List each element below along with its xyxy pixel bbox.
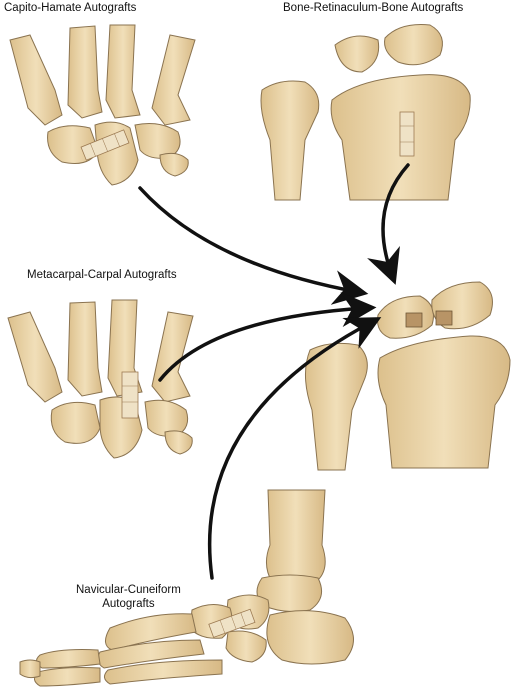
arrow-from-bone-retinaculum-bone (367, 163, 410, 285)
label-bone-retinaculum-bone: Bone-Retinaculum-Bone Autografts (283, 2, 464, 14)
scaphoid (334, 35, 380, 73)
carpal-hamate (134, 123, 181, 159)
metacarpal-1 (9, 34, 63, 126)
label-navicular-cuneiform: Navicular-Cuneiform Autografts (76, 583, 181, 611)
mc-carpal-hamate (144, 399, 189, 437)
mc-metacarpal-1 (7, 311, 63, 403)
bone-retinaculum-bone-wrist (260, 24, 471, 201)
toe-tip (19, 659, 41, 679)
arrow-from-capito-hamate (138, 186, 369, 305)
label-navicular-cuneiform-line2: Autografts (102, 598, 155, 610)
metacarpal-3 (105, 24, 141, 119)
ulna-head (260, 80, 320, 201)
mc-carpal-small (164, 430, 193, 455)
phalanges-2 (34, 667, 101, 687)
phalanges-1 (36, 649, 101, 669)
bone-retinaculum-bone-graft (399, 111, 415, 157)
carpal-small (159, 152, 189, 177)
metatarsal-1 (105, 613, 197, 651)
foot (19, 489, 354, 687)
mc-carpal-left (50, 401, 101, 444)
calcaneus (266, 610, 354, 665)
recipient-wrist (305, 281, 511, 471)
label-capito-hamate: Capito-Hamate Autografts (4, 2, 137, 14)
metacarpal-carpal-graft (121, 371, 139, 419)
arrow-from-navicular-cuneiform (207, 317, 382, 580)
mc-metacarpal-2 (67, 301, 103, 397)
label-metacarpal-carpal: Metacarpal-Carpal Autografts (27, 269, 177, 281)
arrows (138, 163, 410, 580)
arrow-from-metacarpal-carpal (158, 292, 377, 382)
recipient-scaphoid (377, 295, 434, 339)
tibia (266, 489, 326, 583)
recipient-grafts (405, 310, 453, 328)
metatarsal-3 (104, 659, 223, 685)
cuboid (225, 630, 267, 663)
lunate (384, 24, 443, 66)
recipient-ulna (305, 342, 368, 471)
metacarpal-carpal-wrist (7, 299, 194, 459)
metacarpal-2 (67, 25, 103, 119)
label-navicular-cuneiform-line1: Navicular-Cuneiform (76, 584, 181, 596)
recipient-radius (377, 335, 511, 469)
navicular-cuneiform-graft (208, 608, 256, 638)
metacarpal-4 (151, 34, 196, 126)
capito-hamate-wrist (9, 24, 196, 186)
capito-hamate-graft (80, 129, 130, 161)
